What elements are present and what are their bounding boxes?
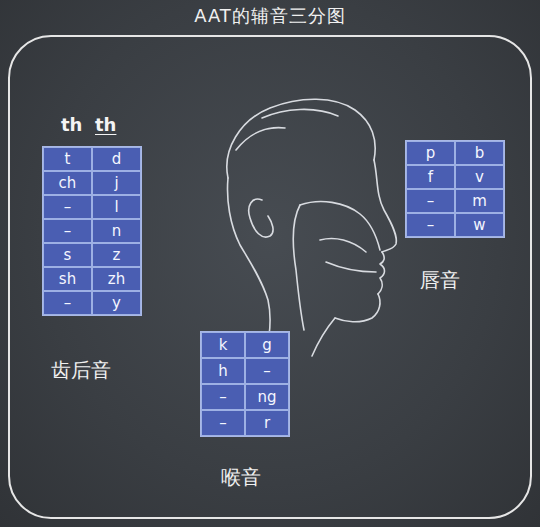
consonant-cell: sh	[43, 267, 92, 291]
consonant-cell: y	[92, 291, 141, 315]
consonant-cell: –	[43, 195, 92, 219]
consonant-text: j	[114, 174, 118, 192]
consonant-table: 齿后音tdchj–l–nszshzh–y	[42, 146, 142, 316]
consonant-text: –	[427, 192, 435, 210]
consonant-table: 喉音kgh––ng–r	[200, 331, 290, 437]
board-frame	[9, 36, 531, 518]
consonant-cell: l	[92, 195, 141, 219]
consonant-cell: m	[455, 189, 504, 213]
consonant-cell: –	[406, 213, 455, 237]
consonant-text: l	[114, 198, 118, 216]
consonant-text: –	[64, 294, 72, 312]
group-label: 喉音	[221, 464, 261, 491]
consonant-cell: –	[43, 219, 92, 243]
consonant-cell: b	[455, 141, 504, 165]
consonant-text: m	[472, 192, 487, 210]
consonant-cell: zh	[92, 267, 141, 291]
consonant-cell: k	[201, 332, 245, 358]
consonant-text: z	[113, 246, 121, 264]
consonant-cell: –	[406, 189, 455, 213]
consonant-text: k	[219, 336, 228, 354]
consonant-text: v	[475, 168, 484, 186]
consonant-text: ch	[59, 174, 77, 192]
consonant-cell: t	[43, 147, 92, 171]
group-label: 齿后音	[51, 357, 111, 384]
consonant-text: p	[426, 144, 436, 162]
consonant-text: –	[219, 414, 227, 432]
consonant-text: –	[64, 198, 72, 216]
consonant-cell: ng	[245, 384, 289, 410]
consonant-cell: s	[43, 243, 92, 267]
consonant-cell: –	[201, 410, 245, 436]
consonant-cell: –	[245, 358, 289, 384]
consonant-cell: ch	[43, 171, 92, 195]
consonant-cell: v	[455, 165, 504, 189]
consonant-text: y	[112, 294, 121, 312]
consonant-text: s	[64, 246, 72, 264]
consonant-cell: –	[201, 384, 245, 410]
consonant-text: –	[219, 388, 227, 406]
consonant-cell: g	[245, 332, 289, 358]
consonant-text: sh	[59, 270, 76, 288]
consonant-text: h	[218, 362, 228, 380]
consonant-text: ng	[257, 388, 276, 406]
consonant-cell: j	[92, 171, 141, 195]
consonant-text: w	[473, 216, 485, 234]
column-header: th	[95, 114, 116, 135]
head-profile	[227, 99, 397, 356]
consonant-text: d	[112, 150, 122, 168]
consonant-cell: w	[455, 213, 504, 237]
consonant-cell: h	[201, 358, 245, 384]
column-header: th	[61, 114, 82, 135]
consonant-text: –	[64, 222, 72, 240]
consonant-text: b	[475, 144, 485, 162]
board-title: AAT的辅音三分图	[0, 4, 540, 28]
consonant-cell: –	[43, 291, 92, 315]
consonant-text: t	[65, 150, 71, 168]
consonant-text: zh	[108, 270, 125, 288]
consonant-cell: p	[406, 141, 455, 165]
consonant-text: f	[428, 168, 433, 186]
consonant-cell: r	[245, 410, 289, 436]
group-label: 唇音	[420, 267, 460, 294]
consonant-cell: n	[92, 219, 141, 243]
consonant-text: –	[263, 362, 271, 380]
consonant-cell: z	[92, 243, 141, 267]
consonant-text: –	[427, 216, 435, 234]
consonant-cell: d	[92, 147, 141, 171]
consonant-text: g	[262, 336, 272, 354]
consonant-cell: f	[406, 165, 455, 189]
consonant-text: n	[112, 222, 122, 240]
consonant-table: 唇音pbfv–m–w	[405, 140, 505, 238]
consonant-text: r	[264, 414, 270, 432]
